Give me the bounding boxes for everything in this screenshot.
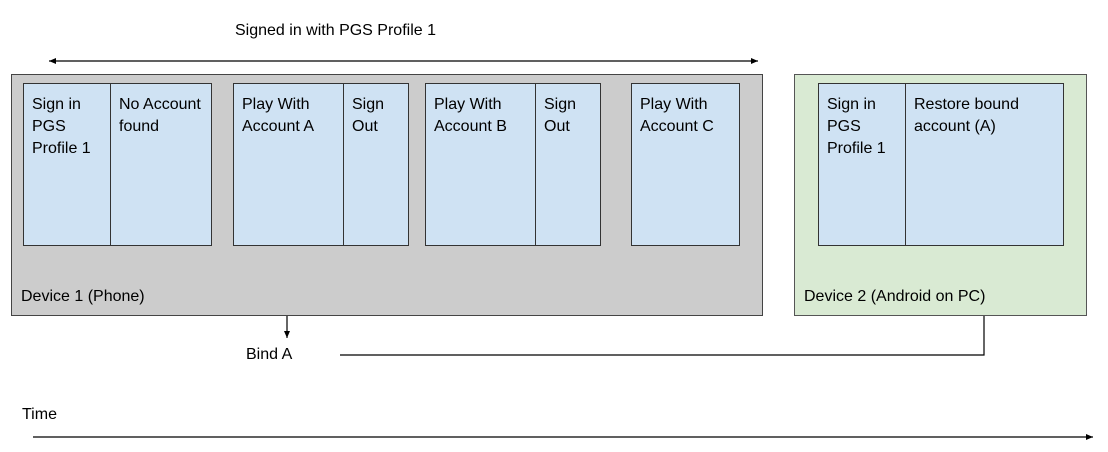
device2-label: Device 2 (Android on PC) [804, 288, 986, 305]
device1-label: Device 1 (Phone) [21, 288, 145, 305]
step-play-account-a: Play With Account A [233, 83, 344, 246]
step-sign-in-pgs-device2: Sign in PGS Profile 1 [818, 83, 906, 246]
signed-in-label: Signed in with PGS Profile 1 [235, 22, 436, 39]
step-sign-out-2: Sign Out [535, 83, 601, 246]
step-sign-out-1: Sign Out [343, 83, 409, 246]
step-play-account-c: Play With Account C [631, 83, 740, 246]
bind-a-label: Bind A [246, 346, 293, 363]
step-play-account-b: Play With Account B [425, 83, 536, 246]
step-restore-bound-account: Restore bound account (A) [905, 83, 1064, 246]
time-label: Time [22, 406, 57, 423]
step-no-account-found: No Account found [110, 83, 212, 246]
step-sign-in-pgs: Sign in PGS Profile 1 [23, 83, 111, 246]
